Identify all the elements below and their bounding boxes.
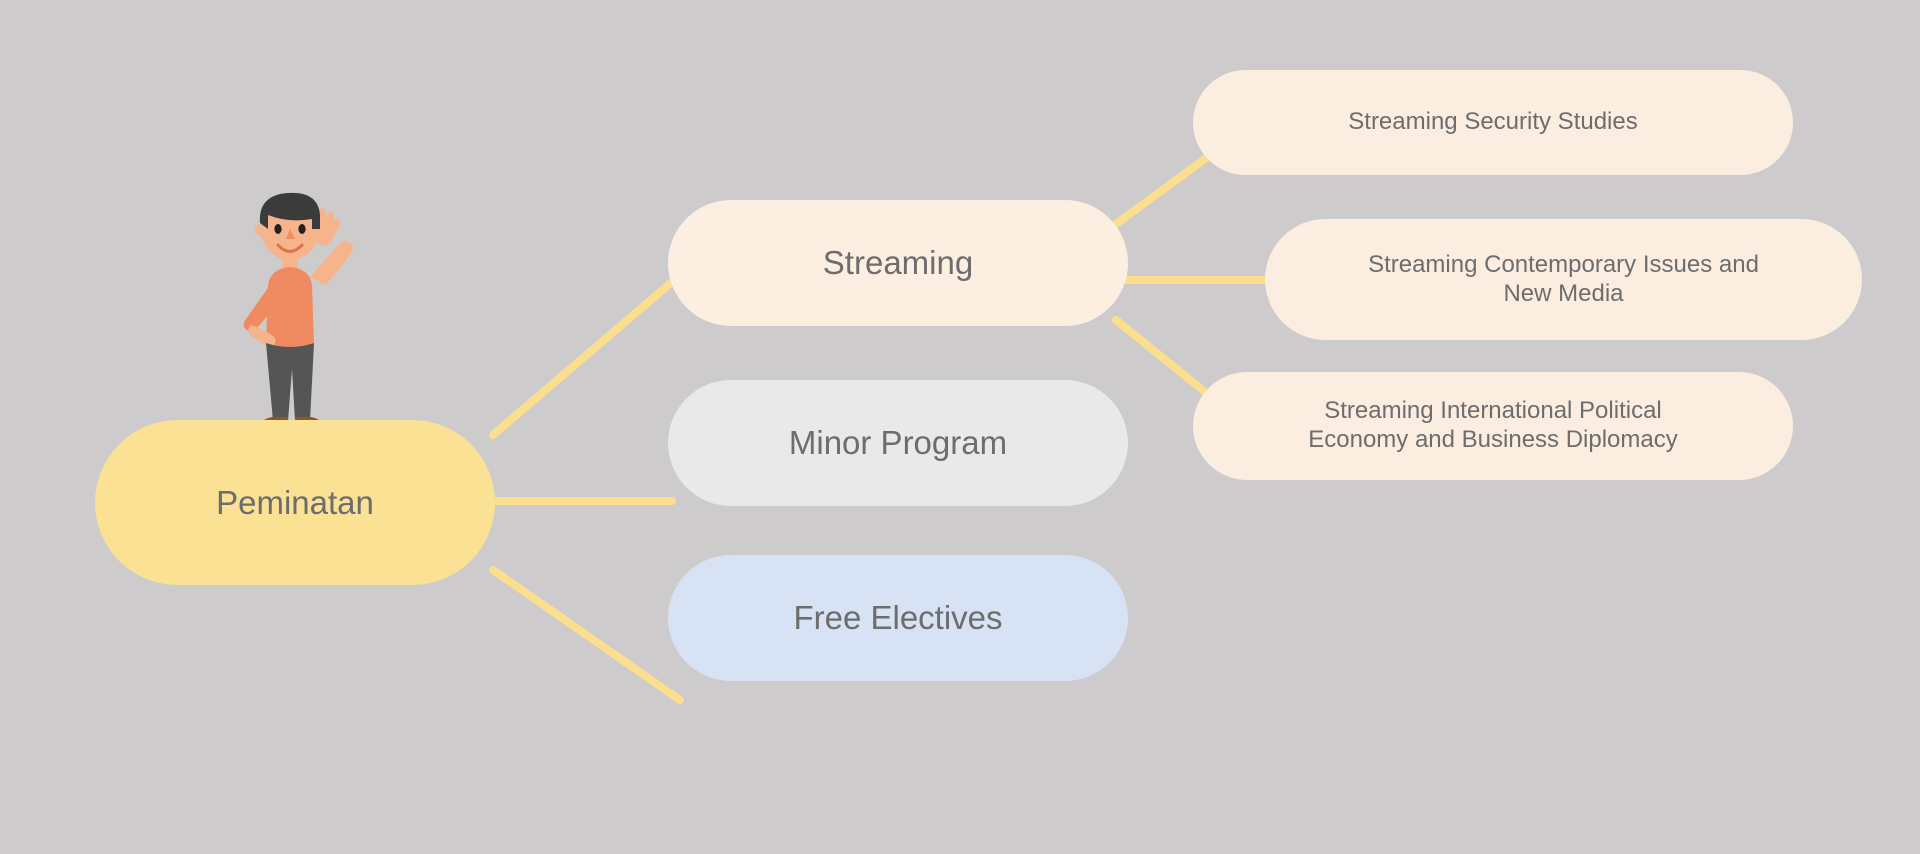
node-streaming-contemporary-issues-and-new-media[interactable]: Streaming Contemporary Issues and New Me… <box>1265 219 1862 340</box>
node-label-streaming-contemporary-issues-and-new-media: Streaming Contemporary Issues and New Me… <box>1368 250 1759 307</box>
node-streaming-security-studies[interactable]: Streaming Security Studies <box>1193 70 1793 175</box>
node-label-streaming: Streaming <box>822 244 974 282</box>
node-minor-program[interactable]: Minor Program <box>668 380 1128 506</box>
node-label-minor-program: Minor Program <box>788 424 1008 462</box>
node-peminatan[interactable]: Peminatan <box>95 420 495 585</box>
edge-streaming-to-leaf-0 <box>1112 146 1221 228</box>
waving-person-illustration <box>243 192 353 425</box>
node-free-electives[interactable]: Free Electives <box>668 555 1128 681</box>
edge-streaming-to-leaf-2 <box>1112 316 1219 404</box>
node-label-free-electives: Free Electives <box>793 599 1003 637</box>
node-streaming[interactable]: Streaming <box>668 200 1128 326</box>
node-streaming-international-political-economy-and-business-diplomacy[interactable]: Streaming International Political Econom… <box>1193 372 1793 480</box>
node-label-streaming-security-studies: Streaming Security Studies <box>1348 108 1638 136</box>
edge-root-to-streaming <box>489 271 684 439</box>
node-label-streaming-international-political-economy-and-business-diplomacy: Streaming International Political Econom… <box>1308 397 1678 453</box>
edge-root-to-free-electives <box>489 566 684 704</box>
node-label-peminatan: Peminatan <box>216 483 374 521</box>
